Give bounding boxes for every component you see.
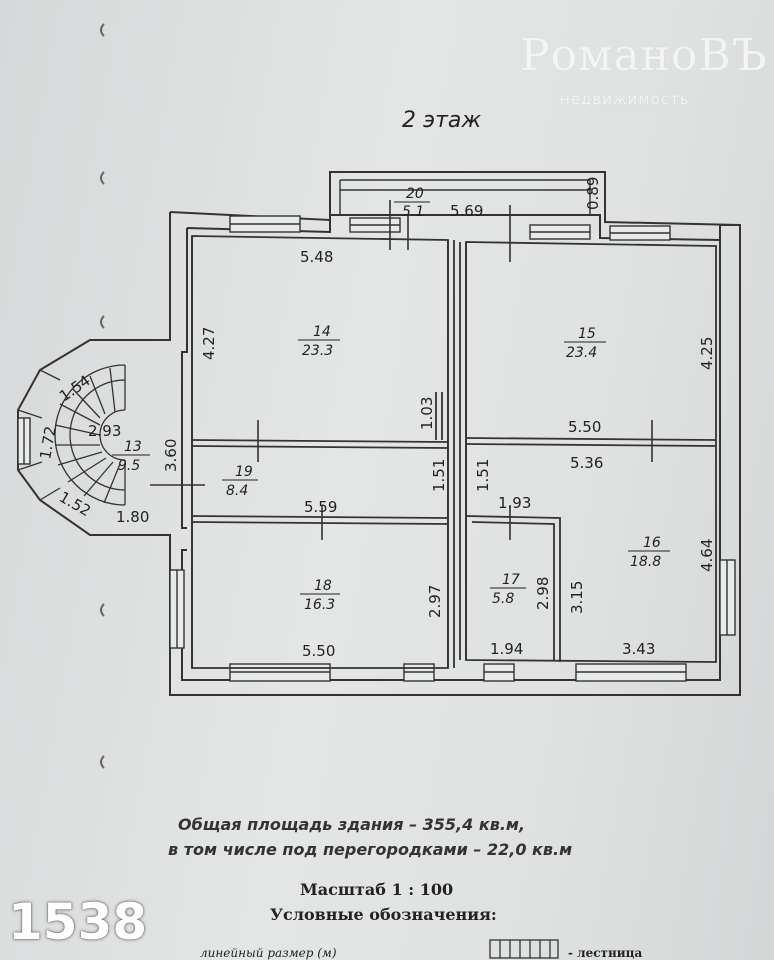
room15-area: 23.4 bbox=[566, 345, 597, 361]
floor-title: 2 этаж bbox=[402, 108, 482, 133]
interior-walls bbox=[191, 235, 717, 669]
dim-room17-bottom: 1.94 bbox=[490, 640, 523, 658]
dim-room16-width: 5.36 bbox=[570, 454, 603, 472]
room17-number: 17 bbox=[502, 572, 520, 588]
binder-marks bbox=[100, 23, 105, 769]
room15-number: 15 bbox=[578, 326, 596, 342]
dim-stair-width: 2.93 bbox=[88, 422, 121, 440]
legend-stairs-swatch bbox=[489, 939, 559, 959]
room16-number: 16 bbox=[643, 535, 661, 551]
dim-stair-b: 1.72 bbox=[36, 425, 60, 461]
legend-title: Условные обозначения: bbox=[270, 905, 497, 924]
dim-stair-height: 3.60 bbox=[162, 439, 180, 472]
room17-area: 5.8 bbox=[492, 591, 514, 607]
dim-hall-height-right: 1.51 bbox=[474, 459, 492, 492]
dim-balcony-depth: 0.89 bbox=[584, 177, 602, 210]
dim-room16-bottom: 3.43 bbox=[622, 640, 655, 658]
room16-area: 18.8 bbox=[630, 554, 661, 570]
dim-stair-d: 1.80 bbox=[116, 508, 149, 526]
balcony-outline bbox=[339, 179, 591, 215]
room19-number: 19 bbox=[235, 464, 253, 480]
legend-linear-size: линейный размер (м) bbox=[200, 946, 337, 960]
room14-number: 14 bbox=[313, 324, 331, 340]
dim-balcony-width: 5.69 bbox=[450, 202, 483, 220]
dim-room14-partition: 1.03 bbox=[418, 397, 436, 430]
room18-area: 16.3 bbox=[304, 597, 335, 613]
watermark-subtitle: недвижимость bbox=[560, 90, 690, 108]
door-marks bbox=[150, 200, 653, 540]
scale-label: Масштаб 1 : 100 bbox=[300, 880, 454, 899]
dim-stair-a: 1.54 bbox=[56, 371, 94, 405]
room14-area: 23.3 bbox=[302, 343, 333, 359]
room20-area: 5.1 bbox=[402, 204, 424, 220]
room18-number: 18 bbox=[314, 578, 332, 594]
dim-room14-height: 4.27 bbox=[200, 327, 218, 360]
watermark-brand: РоманоВЪ bbox=[520, 30, 768, 81]
total-area-line1: Общая площадь здания – 355,4 кв.м, bbox=[178, 815, 526, 834]
dim-room15-width: 5.50 bbox=[568, 418, 601, 436]
listing-code: 1538 bbox=[8, 893, 148, 951]
dim-room15-height: 4.25 bbox=[698, 337, 716, 370]
room-labels: 14 23.3 15 23.4 13 9.5 19 8.4 16 18.8 18… bbox=[112, 186, 670, 613]
dim-room18-width: 5.50 bbox=[302, 642, 335, 660]
room19-area: 8.4 bbox=[226, 483, 248, 499]
dim-room18-height: 2.97 bbox=[426, 585, 444, 618]
dimension-labels: 5.69 0.89 5.48 4.27 1.03 4.25 5.50 5.36 … bbox=[36, 177, 716, 660]
spiral-staircase bbox=[17, 364, 126, 506]
dim-room17-width: 1.93 bbox=[498, 494, 531, 512]
windows bbox=[17, 215, 736, 682]
outer-walls bbox=[17, 171, 741, 696]
dim-hall-height-left: 1.51 bbox=[430, 459, 448, 492]
room20-number: 20 bbox=[406, 186, 424, 202]
dim-room16-height: 4.64 bbox=[698, 539, 716, 572]
room13-number: 13 bbox=[124, 439, 142, 455]
total-area-line2: в том числе под перегородками – 22,0 кв.… bbox=[168, 840, 573, 859]
dim-hall-width: 5.59 bbox=[304, 498, 337, 516]
legend-stairs-label: - лестница bbox=[568, 946, 643, 960]
dim-room14-width: 5.48 bbox=[300, 248, 333, 266]
dim-room16-partition: 3.15 bbox=[568, 581, 586, 614]
dim-room17-height: 2.98 bbox=[534, 577, 552, 610]
room13-area: 9.5 bbox=[118, 458, 140, 474]
